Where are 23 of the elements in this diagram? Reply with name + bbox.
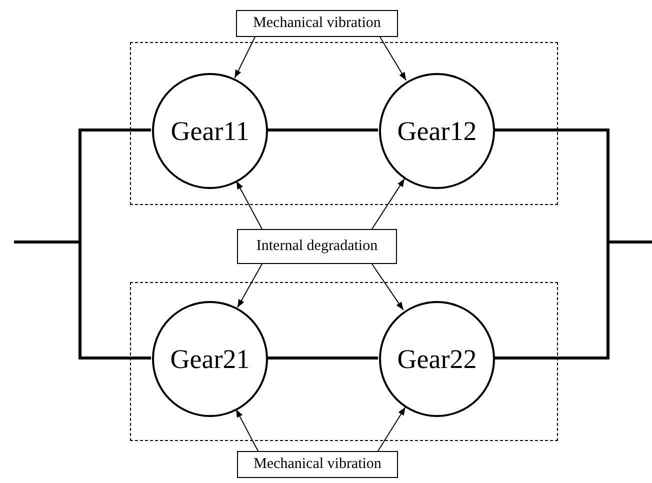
dashed-group-box	[130, 282, 558, 441]
arrow	[372, 264, 404, 311]
box-label: Mechanical vibration	[253, 16, 381, 31]
gear-label: Gear12	[397, 118, 477, 144]
text-box	[237, 229, 397, 264]
gear-label: Gear21	[170, 346, 250, 372]
arrow	[236, 180, 262, 230]
box-label: Mechanical vibration	[254, 457, 382, 472]
arrow	[234, 36, 256, 78]
arrow	[380, 36, 407, 81]
connector-line	[267, 356, 378, 360]
gear-label: Gear11	[170, 118, 250, 144]
arrow	[236, 264, 262, 308]
text-box	[237, 451, 398, 478]
arrow	[372, 178, 405, 230]
arrow	[236, 408, 258, 452]
connector-line	[494, 240, 652, 360]
box-label: Internal degradation	[256, 239, 378, 254]
connector-line	[267, 128, 378, 132]
gear-label: Gear22	[397, 346, 477, 372]
dashed-group-box	[130, 42, 558, 205]
arrow	[378, 406, 406, 452]
text-box	[236, 10, 398, 37]
